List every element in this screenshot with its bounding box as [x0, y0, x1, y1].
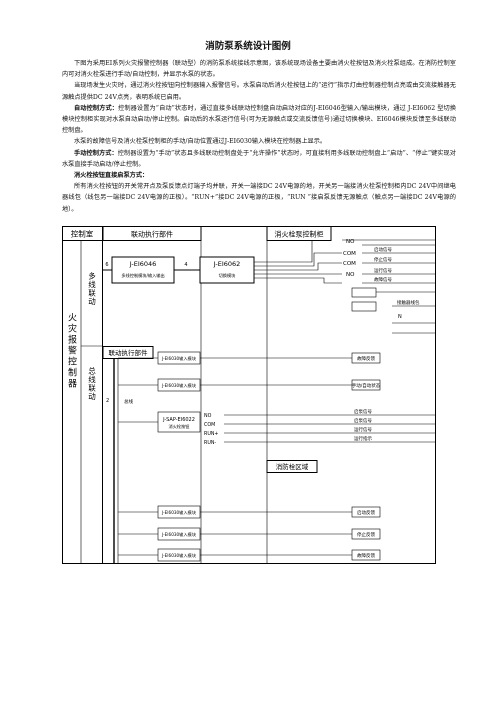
alarm-controller-label: 火灾报警控制器 [66, 312, 77, 389]
cabinet-box-fault: 故障反馈 [357, 355, 375, 362]
io-module-4: J-EI6030输入模块 [161, 531, 197, 538]
io-module-5: J-EI6030输入模块 [161, 552, 197, 559]
hydrant-button-label: J-SAP-EI6022 [162, 417, 195, 423]
cabinet-terminal-3: COM [343, 261, 356, 267]
bus-label: 总线联动 [87, 366, 96, 402]
bus-wire-count: 2 [106, 398, 109, 404]
paragraph-fault: 水泵的故障信号及消火栓泵控制柜的手动/自动位置通过J-EI6030输入模块在控制… [74, 138, 327, 146]
cabinet-signal-start: 启动信号 [374, 246, 392, 253]
button-terminal-run-minus: RUN- [204, 440, 216, 446]
fire-area-box-start: 启动反馈 [357, 509, 375, 516]
cabinet-terminal-4: NO [346, 272, 355, 278]
dc-label-3: 运行信号 [354, 426, 372, 433]
cabinet-signal-run: 运行信号 [374, 267, 392, 274]
hydrant-button-sublabel: 消火栓按钮 [169, 423, 190, 430]
linkage-unit-header-bus: 联动执行部件 [109, 348, 149, 357]
cabinet-terminal-2: COM [343, 251, 356, 257]
control-room-label: 控制室 [71, 229, 94, 239]
cabinet-terminal-1: NO [346, 239, 355, 245]
cabinet-signal-fault: 故障信号 [374, 276, 392, 283]
module-6046-sublabel: 多线控制模块/输入输出 [121, 272, 164, 279]
io-module-1: J-EI6030输入模块 [161, 355, 197, 362]
document-title: 消防泵系统设计图例 [205, 41, 291, 52]
pump-cabinet-header: 消火栓泵控制柜 [275, 230, 324, 239]
paragraph-manual: 手动控制方式：控制器设置为“手动”状态且多线联动控制盘处于“允许操作”状态时，可… [62, 149, 456, 168]
paragraph-direct: 所有消火栓按钮的开关常开点及泵反馈点灯端子均并联，开关一端接DC 24V电源的地… [62, 183, 456, 213]
paragraph-intro: 下图为采用EI系列火灾报警控制器（联动型）的消防泵系统接线示意图，该系统现场设备… [62, 60, 456, 79]
module-6062-sublabel: 切换模块 [219, 272, 237, 279]
button-terminal-no: NO [204, 413, 212, 419]
io-module-3: J-EI6030输入模块 [161, 509, 197, 516]
multiline-label: 多线联动 [87, 271, 96, 307]
bus-text: 总线 [124, 398, 133, 405]
paragraph-alarm: 当现场发生火灾时，通过消火栓按钮向控制器输入报警信号。水泵启动后消火栓按钮上的“… [62, 82, 456, 101]
button-terminal-com: COM [204, 422, 215, 428]
module-6062-label: J-EI6062 [213, 260, 241, 268]
dc-label-4: 运行指示 [354, 435, 372, 442]
neutral-label: N [398, 314, 402, 320]
fire-area-header: 消防栓区域 [276, 462, 309, 471]
dc-label-2: 启泵信号 [354, 417, 372, 424]
wiring-diagram: 控制室 火灾报警控制器 多线联动 总线联动 联动执行部件 消火栓泵控制柜 J-E… [62, 226, 436, 564]
dc-label-1: 启泵信号 [354, 408, 372, 415]
button-terminal-run-plus: RUN+ [204, 431, 218, 437]
cabinet-signal-stop: 停止信号 [374, 256, 392, 263]
paragraph-heading-direct: 消火栓按钮直接启泵方式： [74, 172, 149, 180]
cabinet-box-mode: 手动/自动状态 [352, 382, 381, 389]
wire-count-left: 6 [105, 262, 108, 268]
body-text: 下图为采用EI系列火灾报警控制器（联动型）的消防泵系统接线示意图，该系统现场设备… [62, 58, 456, 215]
fire-area-box-stop: 停止反馈 [357, 531, 375, 538]
module-6046-label: J-EI6046 [129, 260, 157, 268]
io-module-2: J-EI6030输入模块 [161, 382, 197, 389]
cabinet-contactor-coil: 接触器线包 [397, 299, 420, 306]
linkage-unit-header-top: 联动执行部件 [131, 230, 173, 239]
wire-count-mid: 4 [184, 262, 187, 268]
paragraph-auto: 自动控制方式：控制器设置为“自动”状态时，通过直接多线联动控制盘自动启动对应的J… [62, 104, 457, 135]
fire-area-box-fault: 故障反馈 [357, 552, 375, 559]
